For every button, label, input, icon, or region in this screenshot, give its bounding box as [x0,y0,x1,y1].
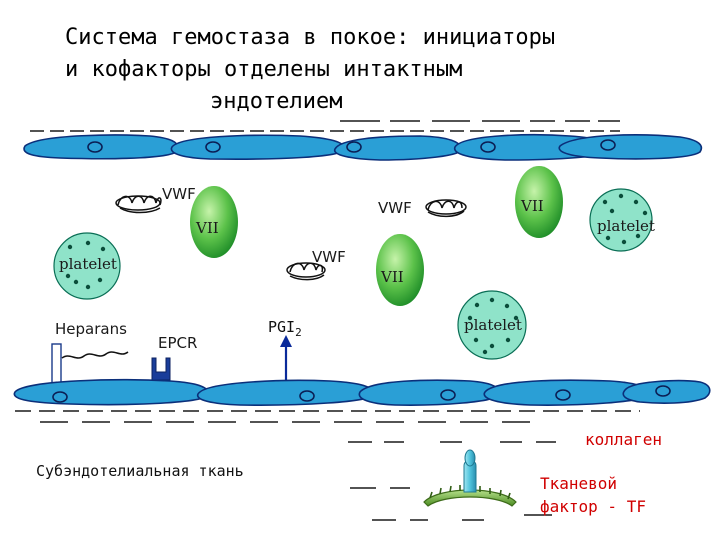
collagen-label: коллаген [585,430,662,449]
vwf-coil-icon [115,195,162,214]
cell-nucleus [52,391,68,403]
tissue-factor-label-line-2: фактор - TF [540,497,646,516]
tf-head [464,449,476,467]
platelet-1: platelet [53,232,121,300]
cell-nucleus [655,385,671,397]
pgi2-label: PGI2 [268,318,302,339]
epcr-receptor-icon [151,357,171,381]
granule [474,302,480,308]
granule [85,240,91,246]
vwf-coil-icon [425,199,467,218]
cell-nucleus [205,141,221,153]
granule [618,193,624,199]
heparan-chain [61,351,129,359]
endothelium-bottom [13,378,711,423]
vwf-group-1: VWF [115,185,196,214]
pgi2: PGI2 [268,318,302,386]
vwf-group-3: VWF [286,248,346,281]
vii-label: VII [195,219,219,237]
factor-vii-3: VII [376,234,424,306]
granule [505,337,511,343]
cell-nucleus [299,390,315,402]
factor-vii-1: VII [190,186,238,258]
cell-nucleus [600,139,616,151]
endothelial-cell [358,379,500,406]
granule [642,210,648,216]
granule [489,297,495,303]
endothelial-cell [13,378,209,406]
endothelial-cell [196,379,374,406]
epcr-label: EPCR [158,334,197,352]
factor-vii-shape [190,186,238,258]
title: Система гемостаза в покое: инициаторы и … [65,25,555,114]
tissue-factor [423,449,517,507]
title-line-2: и кофакторы отделены интактным [65,57,462,82]
endothelial-cell [170,134,346,160]
endothelial-cell [23,134,179,160]
granule [621,239,627,245]
cell-nucleus [440,389,456,401]
heparans-label: Heparans [55,320,127,338]
granule [513,315,519,321]
granule [67,244,73,250]
granule [635,233,641,239]
granule [489,343,495,349]
endothelial-cell [558,134,703,160]
factor-vii-shape [515,166,563,238]
subendothelial-label: Субэндотелиальная ткань [36,462,244,480]
vii-label: VII [520,197,544,215]
title-line-3: эндотелием [210,89,342,114]
granule [97,277,103,283]
platelet-label: platelet [59,255,117,273]
granule [609,208,615,214]
tissue-factor-label-line-1: Тканевой [540,474,617,493]
epcr: EPCR [151,334,197,381]
granule [602,199,608,205]
vwf-coil-icon [286,262,326,281]
granule [504,303,510,309]
granule [85,284,91,290]
platelet-label: platelet [464,316,522,334]
granule [73,279,79,285]
endothelial-cell [334,135,463,161]
platelet-2: platelet [589,188,655,252]
vii-label: VII [380,268,404,286]
granule [473,337,479,343]
endothelium-top [23,120,703,161]
factor-vii-shape [376,234,424,306]
platelet-body [457,290,527,360]
cell-nucleus [346,141,362,153]
factor-vii-2: VII [515,166,563,238]
vwf-group-2: VWF [378,199,467,218]
vwf-label: VWF [162,185,196,203]
platelet-label: platelet [597,217,655,235]
title-line-1: Система гемостаза в покое: инициаторы [65,25,555,50]
heparans: Heparans [51,320,129,399]
granule [467,315,473,321]
vwf-label: VWF [312,248,346,266]
subendothelial-dashes [348,441,556,521]
cell-nucleus [555,389,571,401]
granule [100,246,106,252]
granule [605,235,611,241]
platelet-3: platelet [457,290,527,360]
granule [482,349,488,355]
endothelial-cell [622,379,711,404]
arrow-head-icon [280,335,292,347]
vwf-label: VWF [378,199,412,217]
cell-nucleus [480,141,496,153]
granule [65,273,71,279]
granule [633,199,639,205]
cell-nucleus [87,141,103,153]
